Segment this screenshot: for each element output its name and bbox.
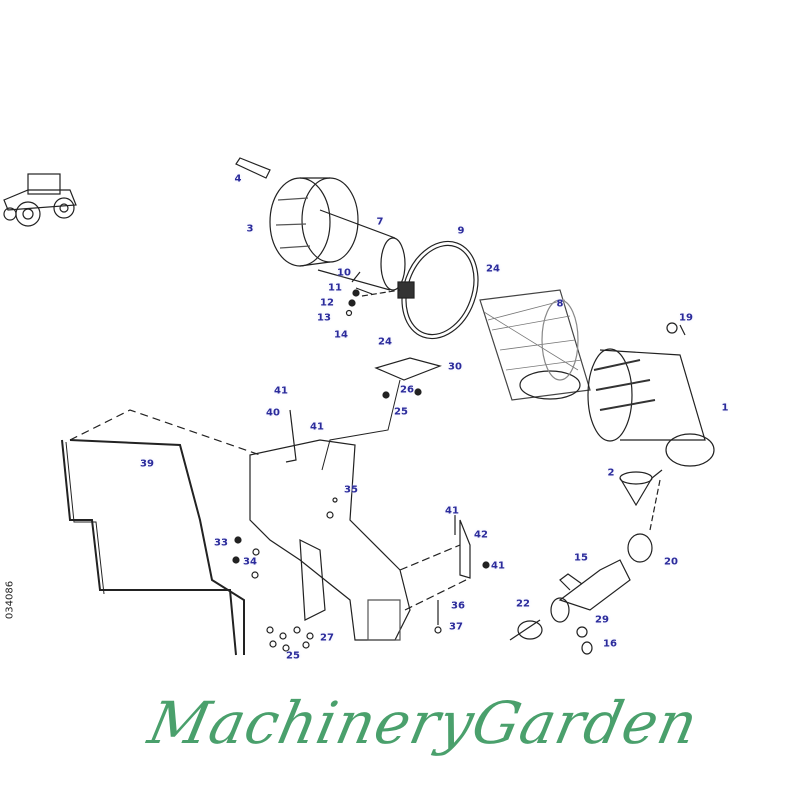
part-8-mesh-filter	[479, 289, 591, 401]
part-label[interactable]: 35	[344, 484, 358, 496]
part-label[interactable]: 41	[310, 421, 324, 433]
part-label[interactable]: 4	[234, 173, 242, 185]
reference-code: 034086	[4, 580, 16, 620]
parts-10-14-bolt-set	[345, 271, 401, 317]
part-label[interactable]: 26	[400, 384, 414, 396]
part-label[interactable]: 34	[243, 556, 257, 568]
tractor-icon	[3, 173, 77, 227]
part-label[interactable]: 22	[516, 598, 530, 610]
part-label[interactable]: 41	[274, 385, 288, 397]
bracket-hardware	[232, 515, 490, 652]
part-label[interactable]: 15	[574, 552, 588, 564]
part-15-hose	[509, 479, 661, 655]
part-label[interactable]: 11	[328, 282, 342, 294]
part-label[interactable]: 37	[449, 621, 463, 633]
part-label[interactable]: 42	[474, 529, 488, 541]
part-label[interactable]: 24	[378, 336, 392, 348]
part-label[interactable]: 39	[140, 458, 154, 470]
part-label[interactable]: 14	[334, 329, 348, 341]
part-label[interactable]: 27	[320, 632, 334, 644]
part-label[interactable]: 30	[448, 361, 462, 373]
part-1-air-filter	[587, 322, 715, 467]
part-label[interactable]: 13	[317, 312, 331, 324]
part-label[interactable]: 10	[337, 267, 351, 279]
part-label[interactable]: 41	[445, 505, 459, 517]
part-label[interactable]: 36	[451, 600, 465, 612]
part-label[interactable]: 8	[556, 298, 564, 310]
part-4-pin	[235, 157, 271, 179]
part-label[interactable]: 1	[721, 402, 729, 414]
part-3-cover	[269, 177, 359, 267]
part-label[interactable]: 33	[214, 537, 228, 549]
part-9-clamp	[397, 240, 479, 340]
part-label[interactable]: 9	[457, 225, 465, 237]
part-label[interactable]: 19	[679, 312, 693, 324]
part-label[interactable]: 29	[595, 614, 609, 626]
part-label[interactable]: 40	[266, 407, 280, 419]
part-35-bracket	[249, 409, 411, 641]
part-label[interactable]: 3	[246, 223, 254, 235]
part-label[interactable]: 16	[603, 638, 617, 650]
part-label[interactable]: 25	[286, 650, 300, 662]
watermark-text: MachineryGarden	[142, 689, 705, 757]
part-30-plate	[321, 357, 442, 471]
part-label[interactable]: 41	[491, 560, 505, 572]
part-2-valve	[619, 469, 663, 507]
part-label[interactable]: 24	[486, 263, 500, 275]
part-39-belt	[61, 409, 261, 656]
part-label[interactable]: 7	[376, 216, 384, 228]
part-7-tube	[317, 209, 406, 291]
part-label[interactable]: 20	[664, 556, 678, 568]
part-label[interactable]: 12	[320, 297, 334, 309]
part-label[interactable]: 2	[607, 467, 615, 479]
part-label[interactable]: 25	[394, 406, 408, 418]
